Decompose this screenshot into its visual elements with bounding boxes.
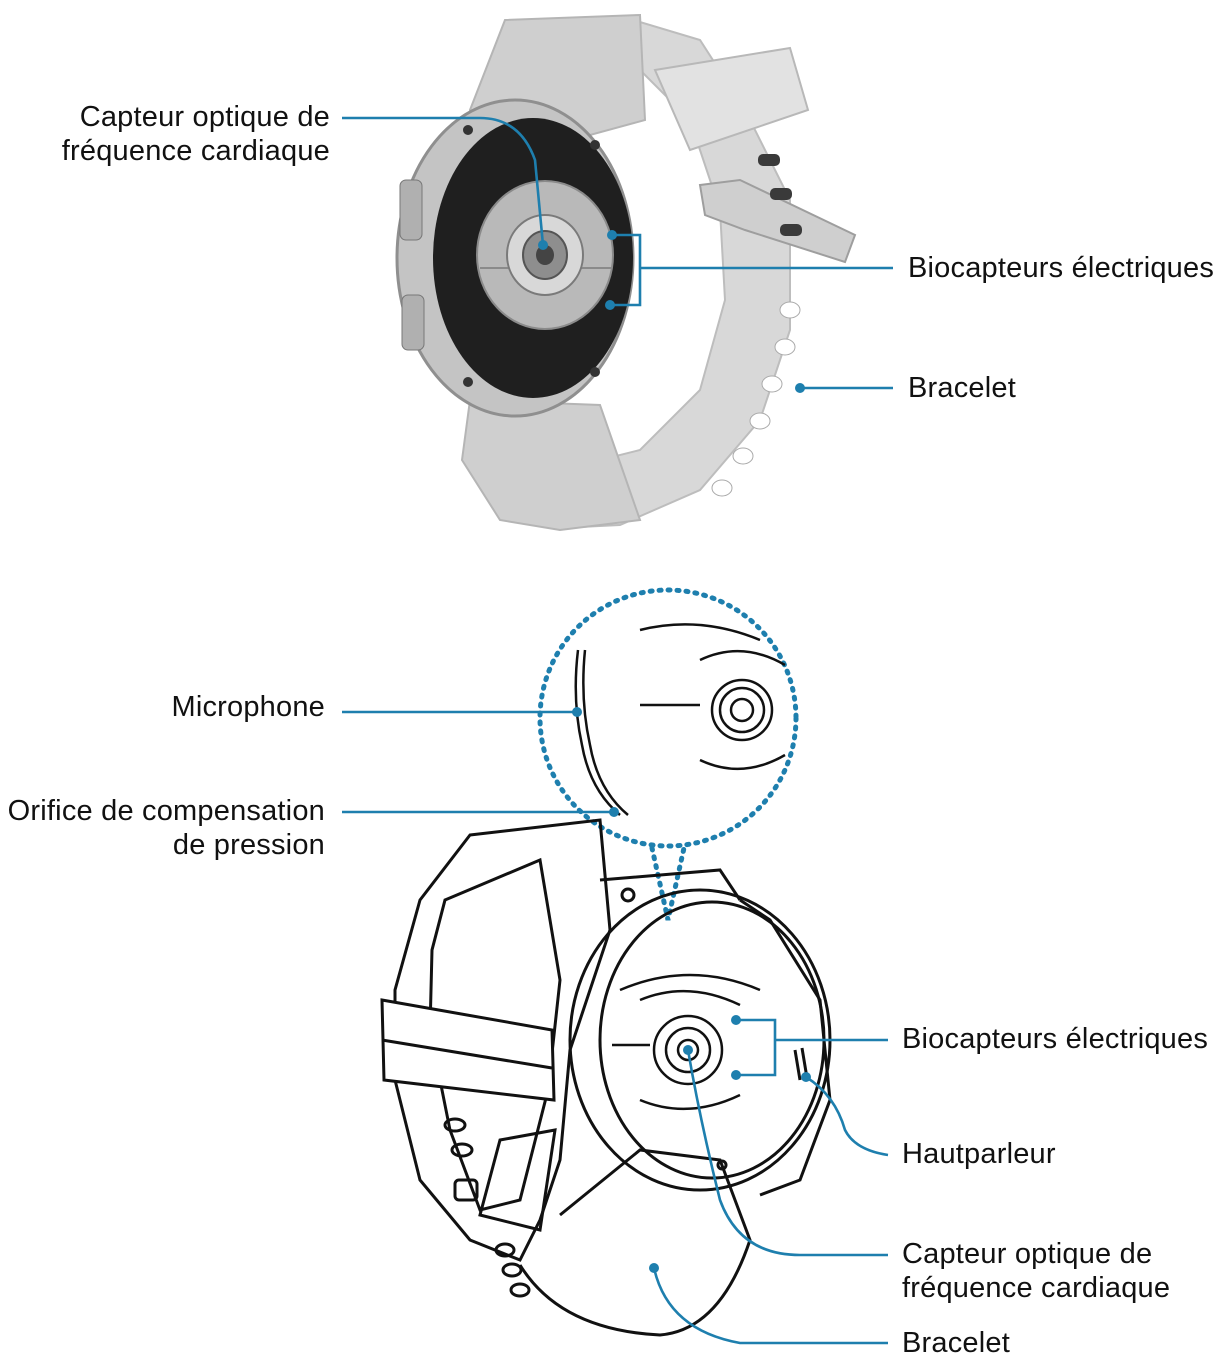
bottom-label-microphone: Microphone (171, 691, 325, 723)
bottom-dot-strap (649, 1263, 659, 1273)
top-strap-lower (460, 398, 642, 532)
bottom-label-pressure-vent: Orifice de compensation de pression (8, 794, 325, 862)
top-buckle (698, 178, 857, 264)
top-side-button-2 (401, 294, 425, 351)
bottom-dot-bio-2 (731, 1070, 741, 1080)
bottom-watch-illustration (380, 587, 832, 1337)
top-label-optical-line1: Capteur optique de (79, 101, 330, 133)
bottom-sensor (612, 973, 761, 1111)
zoom-pointer (649, 845, 687, 921)
bottom-strap-lower (518, 1148, 752, 1337)
top-dot-optical (538, 240, 548, 250)
bottom-buckle (478, 1128, 557, 1232)
bottom-label-optical-line1: Capteur optique de (902, 1238, 1153, 1270)
top-strap-holes (711, 154, 802, 497)
bottom-label-optical-line2: fréquence cardiaque (902, 1272, 1171, 1304)
bottom-callouts (342, 707, 889, 1345)
top-label-strap: Bracelet (908, 372, 1016, 404)
bottom-label-bio-sensors: Biocapteurs électriques (902, 1023, 1209, 1055)
bottom-dot-mic (572, 707, 582, 717)
bottom-dot-speaker (801, 1072, 811, 1082)
bottom-strap-keeper (380, 998, 556, 1102)
top-dot-strap (795, 383, 805, 393)
bottom-dot-bio-1 (731, 1015, 741, 1025)
bottom-label-vent-line2: de pression (172, 829, 325, 861)
top-strap-keeper (653, 46, 810, 152)
bottom-dot-optical (683, 1045, 693, 1055)
bottom-callout-speaker (805, 1075, 889, 1157)
top-label-bio-sensors: Biocapteurs électriques (908, 252, 1215, 284)
top-dot-bio-1 (607, 230, 617, 240)
bottom-label-strap: Bracelet (902, 1327, 1010, 1359)
top-label-optical-sensor: Capteur optique de fréquence cardiaque (62, 100, 330, 168)
top-callout-optical (342, 116, 545, 246)
bottom-dot-vent (609, 807, 619, 817)
top-label-optical-line2: fréquence cardiaque (61, 135, 330, 167)
zoom-circle (537, 587, 799, 849)
top-watch-illustration (395, 13, 857, 532)
bottom-label-vent-line1: Orifice de compensation (7, 795, 325, 827)
bottom-callout-bio (736, 1018, 888, 1077)
zoom-detail (574, 623, 786, 816)
top-callouts (342, 116, 893, 393)
bottom-callout-optical (686, 1049, 888, 1257)
top-dot-bio-2 (605, 300, 615, 310)
top-side-button-1 (399, 179, 423, 241)
bottom-label-optical-sensor: Capteur optique de fréquence cardiaque (902, 1237, 1170, 1305)
bottom-callout-strap (652, 1267, 888, 1345)
top-callout-bio (612, 233, 893, 307)
bottom-label-speaker: Hautparleur (902, 1138, 1056, 1170)
